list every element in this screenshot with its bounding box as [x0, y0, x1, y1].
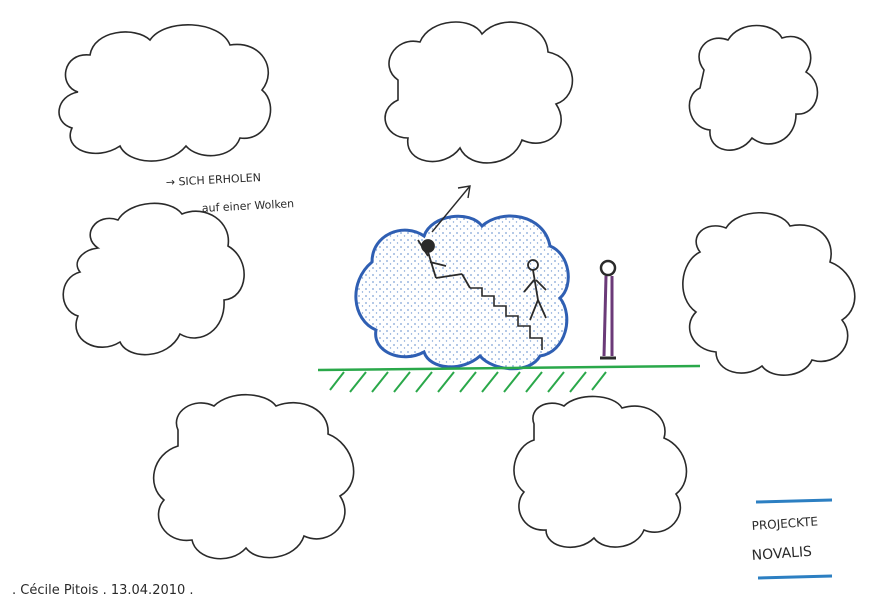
cloud-mid-right: [683, 213, 855, 375]
annotation-line-2: auf einer Wolken: [201, 197, 294, 215]
annotation-line-1: → SICH ERHOLEN: [165, 171, 261, 189]
label-bar-bottom: [758, 576, 832, 578]
project-label-line-1: PROJECKTE: [751, 514, 818, 533]
cloud-mid-left: [63, 203, 244, 354]
cloud-bottom-left: [154, 395, 354, 559]
signature-date: . Cécile Pitois . 13.04.2010 .: [12, 583, 194, 598]
project-label-line-2: NOVALIS: [751, 544, 812, 564]
grass-hatching: [330, 372, 606, 392]
figure-standing: [600, 261, 616, 358]
cloud-top-left: [59, 25, 270, 161]
label-bar-top: [756, 500, 832, 502]
cloud-top-center: [385, 22, 572, 163]
cloud-bottom-center: [514, 396, 686, 547]
cloud-top-right: [689, 26, 817, 151]
